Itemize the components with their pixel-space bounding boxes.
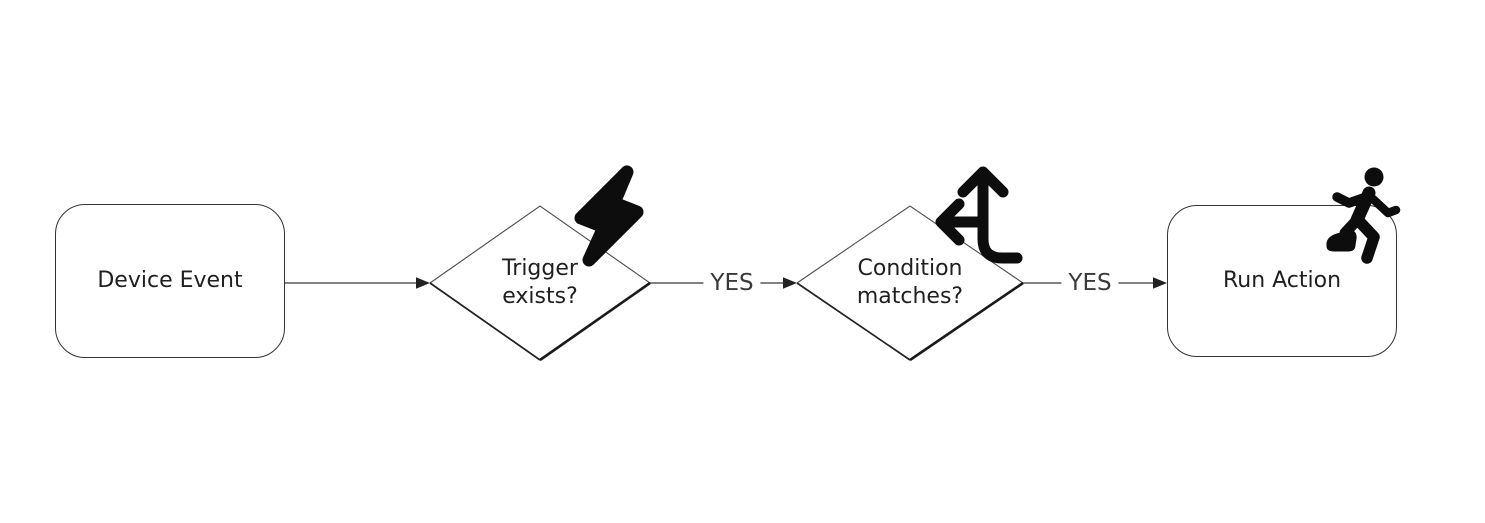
lightning-bolt-icon [574,165,644,267]
split-arrows-icon [935,166,1023,264]
arrowhead-icon [783,277,797,289]
arrowhead-icon [416,277,430,289]
node-label-run-action: Run Action [1222,268,1342,293]
node-device-event [55,204,285,358]
node-label-trigger-exists: Trigger exists? [502,256,578,309]
node-label-device-event: Device Event [97,268,243,293]
edge-label-yes-2: YES [1061,270,1119,296]
edge-label-yes-1: YES [703,270,761,296]
node-label-condition-matches: Condition matches? [856,256,964,309]
arrowhead-icon [1153,277,1167,289]
edge-device-event-to-trigger [285,277,430,289]
